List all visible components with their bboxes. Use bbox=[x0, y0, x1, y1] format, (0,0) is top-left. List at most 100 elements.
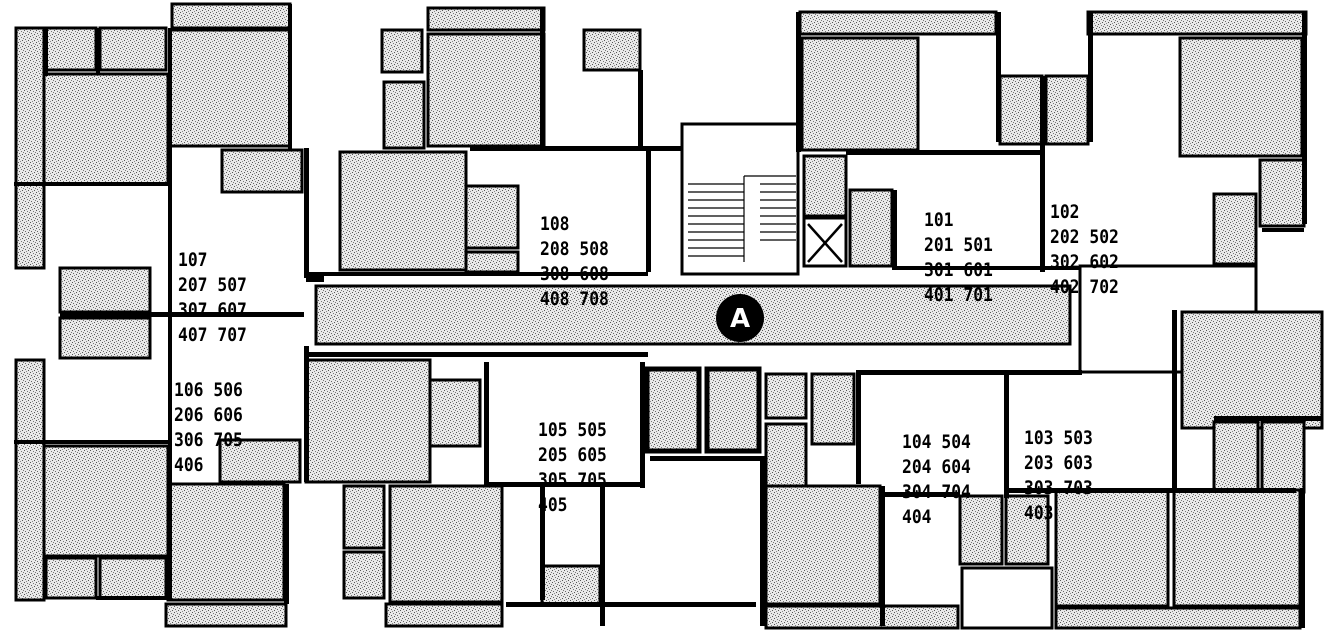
room bbox=[1178, 36, 1304, 158]
core-marker: A bbox=[716, 294, 764, 342]
wall bbox=[470, 146, 682, 151]
wall bbox=[638, 70, 643, 150]
room bbox=[58, 316, 152, 360]
room bbox=[384, 602, 504, 628]
wall bbox=[1262, 228, 1304, 232]
room bbox=[168, 28, 292, 148]
wall bbox=[1302, 12, 1307, 224]
wall bbox=[308, 352, 648, 357]
wall bbox=[14, 440, 170, 444]
room bbox=[44, 26, 98, 72]
room bbox=[98, 26, 168, 72]
room bbox=[44, 556, 98, 600]
room bbox=[220, 148, 304, 194]
wall bbox=[60, 312, 304, 317]
room bbox=[1212, 420, 1260, 494]
wall bbox=[44, 28, 48, 76]
room bbox=[798, 10, 998, 36]
wall bbox=[1008, 488, 1296, 493]
room bbox=[1004, 494, 1050, 566]
room bbox=[1212, 192, 1258, 266]
wall bbox=[484, 482, 640, 487]
room bbox=[464, 250, 520, 274]
wall bbox=[14, 182, 170, 186]
wall bbox=[304, 346, 309, 482]
room bbox=[1054, 606, 1302, 630]
room bbox=[802, 154, 848, 218]
room bbox=[58, 266, 152, 314]
room bbox=[464, 184, 520, 250]
shaft-cross bbox=[807, 223, 843, 263]
room bbox=[958, 494, 1004, 566]
room bbox=[218, 438, 302, 484]
room bbox=[338, 150, 468, 272]
stairs bbox=[688, 175, 796, 262]
wall bbox=[284, 484, 289, 604]
wall bbox=[760, 456, 765, 626]
wall bbox=[892, 190, 897, 270]
room bbox=[764, 484, 882, 606]
void bbox=[960, 566, 1054, 630]
wall bbox=[1214, 416, 1322, 421]
room bbox=[170, 2, 292, 30]
room bbox=[810, 372, 856, 446]
room bbox=[1172, 488, 1302, 608]
room bbox=[1260, 420, 1306, 494]
wall bbox=[306, 276, 324, 282]
lift-car bbox=[706, 368, 760, 452]
room bbox=[540, 564, 602, 606]
core-marker-label: A bbox=[730, 304, 750, 334]
corridor bbox=[314, 284, 1072, 346]
wall bbox=[856, 374, 861, 484]
room bbox=[342, 484, 386, 550]
room bbox=[1258, 158, 1306, 228]
wall bbox=[288, 4, 292, 150]
wall bbox=[1004, 374, 1009, 498]
wall bbox=[646, 150, 651, 272]
room bbox=[382, 80, 426, 150]
room bbox=[164, 602, 288, 628]
wall bbox=[96, 28, 100, 74]
room bbox=[388, 484, 504, 604]
wall bbox=[892, 266, 1080, 270]
wall bbox=[650, 456, 762, 461]
wall bbox=[484, 362, 489, 482]
wall bbox=[308, 272, 648, 276]
room bbox=[764, 422, 808, 488]
wall bbox=[1088, 12, 1093, 142]
wall bbox=[640, 362, 645, 488]
left-edge-strip bbox=[14, 358, 46, 602]
room bbox=[582, 28, 642, 72]
room bbox=[428, 378, 482, 448]
wall bbox=[600, 482, 605, 626]
wall bbox=[1040, 76, 1045, 272]
wall bbox=[1300, 488, 1305, 628]
room bbox=[42, 72, 170, 186]
wall bbox=[856, 370, 1082, 375]
wall bbox=[540, 8, 545, 148]
room bbox=[1180, 310, 1324, 430]
room bbox=[426, 32, 546, 148]
room bbox=[848, 188, 894, 268]
room bbox=[1054, 488, 1170, 608]
wall bbox=[846, 150, 1042, 155]
room bbox=[764, 604, 960, 630]
wall bbox=[506, 602, 756, 607]
wall bbox=[796, 12, 801, 152]
room bbox=[380, 28, 424, 74]
room bbox=[764, 372, 808, 420]
room bbox=[1086, 10, 1308, 36]
wall bbox=[884, 492, 960, 497]
stair-core bbox=[680, 122, 800, 276]
wall bbox=[304, 148, 309, 278]
room bbox=[1044, 74, 1090, 146]
